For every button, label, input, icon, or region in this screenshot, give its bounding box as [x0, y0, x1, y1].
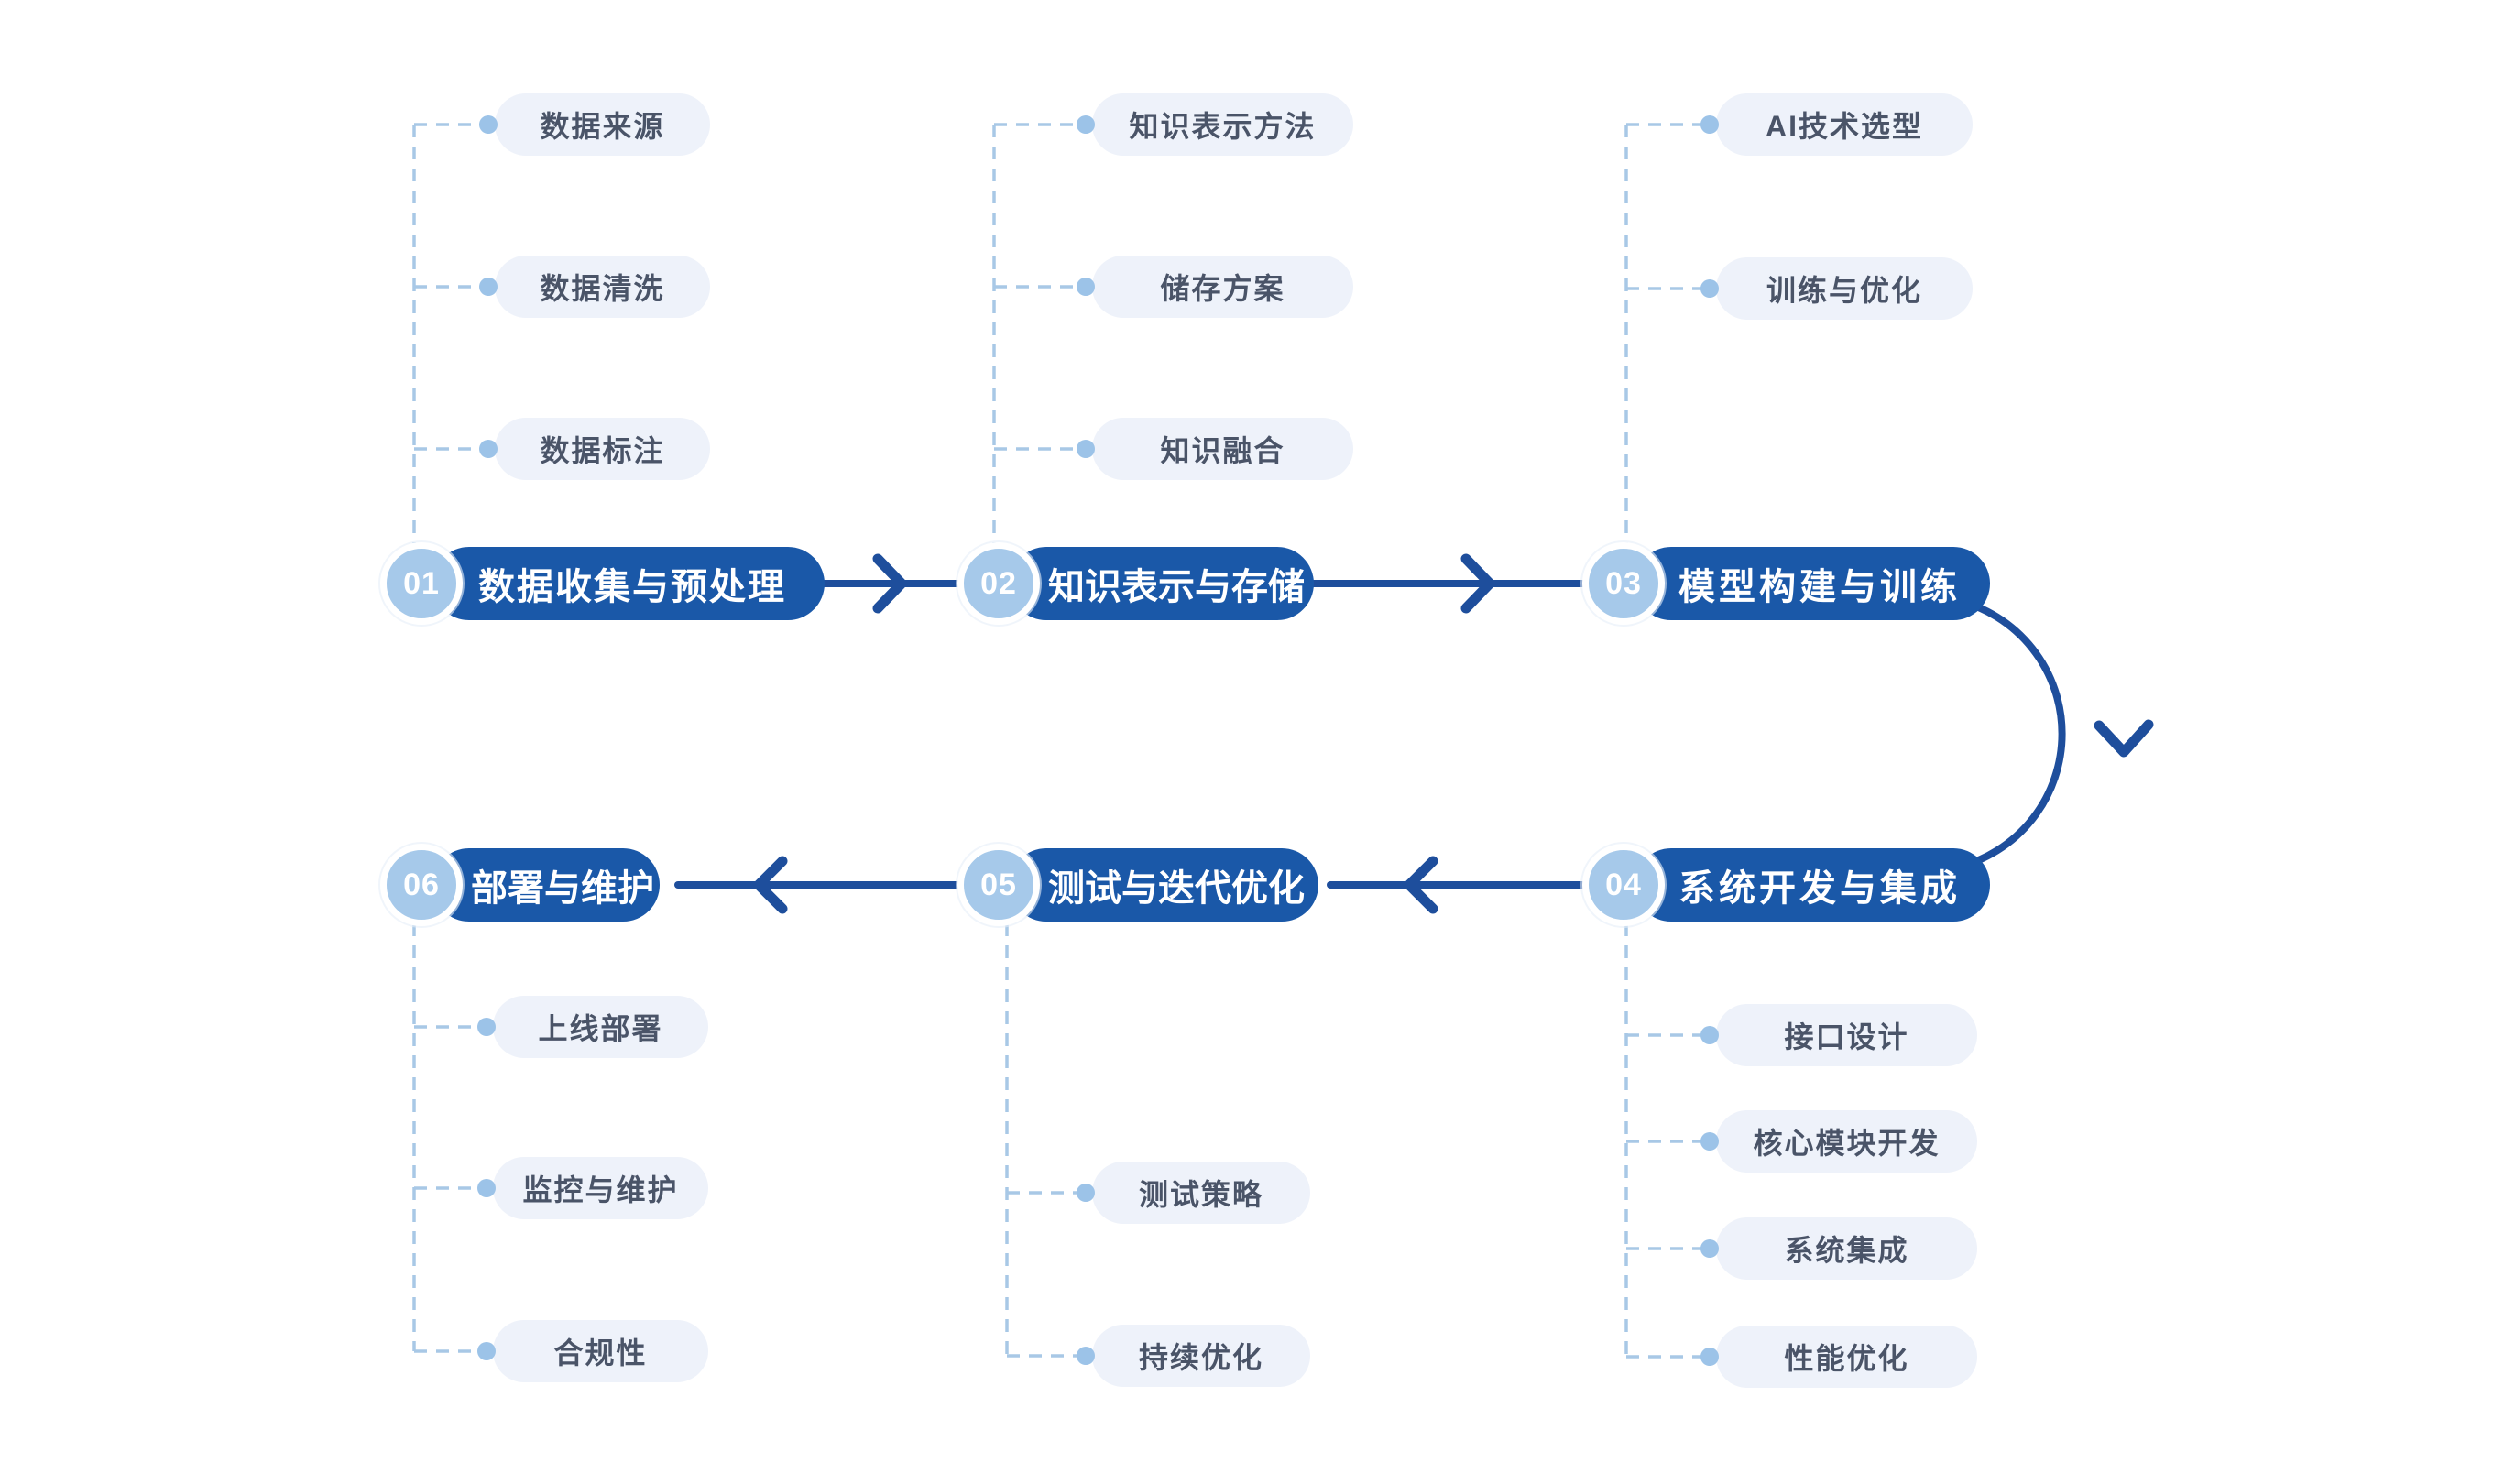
connector-dot [1700, 115, 1719, 134]
sub-item-label: AI技术选型 [1765, 110, 1923, 143]
connector-dot [1077, 1184, 1095, 1202]
connector-dot [479, 440, 498, 458]
connector-dot [1077, 115, 1095, 134]
connector-dot [1700, 1132, 1719, 1151]
stage-node-04: 系统开发与集成 [1635, 848, 1990, 922]
connector-dot [479, 115, 498, 134]
stage-number: 02 [980, 565, 1017, 601]
stage-number: 03 [1605, 565, 1642, 601]
sub-item-label: 合规性 [553, 1337, 648, 1369]
arrowhead-03-04 [2094, 719, 2154, 758]
stage-node-05: 测试与迭代优化 [1010, 848, 1318, 922]
stage-node-06: 部署与维护 [432, 848, 660, 922]
sub-item: 数据标注 [495, 418, 710, 480]
sub-item: 数据清洗 [495, 256, 710, 318]
stage-number: 05 [980, 867, 1017, 902]
arrowhead-02-03 [1460, 553, 1495, 614]
sub-item: 储存方案 [1092, 256, 1353, 318]
sub-item: AI技术选型 [1716, 93, 1973, 156]
stage-title: 数据收集与预处理 [478, 567, 786, 607]
stage-node-01: 数据收集与预处理 [432, 547, 825, 620]
arrowhead-04-05 [1404, 856, 1438, 914]
stage-number-badge-02: 02 [957, 542, 1040, 625]
stage-title: 知识表示与存储 [1048, 567, 1305, 607]
connector-dot [1700, 1348, 1719, 1366]
arrow-03-04-curve [1952, 596, 2066, 871]
sub-item: 监控与维护 [493, 1157, 708, 1219]
sub-item-label: 数据清洗 [540, 272, 665, 305]
stage-title: 系统开发与集成 [1678, 868, 1961, 909]
dashed-connectors [412, 123, 1710, 1359]
sub-item-label: 知识表示方法 [1129, 110, 1317, 143]
sub-item: 知识表示方法 [1092, 93, 1353, 156]
connector-dot [1077, 278, 1095, 296]
connector-dot [477, 1018, 496, 1036]
stage-title: 部署与维护 [471, 868, 654, 909]
stage-node-02: 知识表示与存储 [1010, 547, 1314, 620]
stage-number-badge-06: 06 [380, 844, 463, 926]
sub-item: 知识融合 [1092, 418, 1353, 480]
sub-item-label: 数据标注 [540, 434, 665, 467]
stage-number: 06 [403, 867, 440, 902]
connector-dot [477, 1342, 496, 1360]
sub-item-label: 训练与优化 [1766, 274, 1922, 307]
sub-item-label: 数据来源 [540, 110, 665, 143]
stage-node-03: 模型构建与训练 [1635, 547, 1990, 620]
sub-item-label: 监控与维护 [522, 1173, 679, 1206]
arrowhead-01-02 [872, 553, 907, 614]
connector-dot [477, 1179, 496, 1197]
sub-item-label: 系统集成 [1784, 1234, 1909, 1267]
sub-item: 持续优化 [1092, 1325, 1310, 1387]
sub-item-label: 测试策略 [1138, 1178, 1263, 1211]
sub-item: 接口设计 [1716, 1004, 1977, 1066]
sub-item: 测试策略 [1092, 1162, 1310, 1224]
sub-item: 数据来源 [495, 93, 710, 156]
sub-item: 合规性 [493, 1320, 708, 1382]
connector-dot [1077, 440, 1095, 458]
stage-title: 测试与迭代优化 [1048, 868, 1305, 909]
stage-number-badge-03: 03 [1582, 542, 1665, 625]
connector-dot [479, 278, 498, 296]
stage-number: 04 [1605, 867, 1642, 902]
stage-number-badge-01: 01 [380, 542, 463, 625]
connector-dot [1700, 279, 1719, 298]
connector-dot [1077, 1347, 1095, 1365]
arrowhead-05-06 [753, 856, 788, 914]
sub-item: 核心模块开发 [1716, 1110, 1977, 1173]
stage-title: 模型构建与训练 [1678, 567, 1961, 607]
connector-dot [1700, 1026, 1719, 1044]
stage-number: 01 [403, 565, 440, 601]
stage-number-badge-05: 05 [957, 844, 1040, 926]
flow-arrows [674, 553, 2154, 914]
sub-item-label: 接口设计 [1784, 1020, 1909, 1053]
sub-item-label: 性能优化 [1784, 1342, 1909, 1375]
sub-item: 训练与优化 [1716, 257, 1973, 320]
sub-item-label: 持续优化 [1138, 1341, 1263, 1374]
sub-item-label: 核心模块开发 [1753, 1127, 1941, 1160]
stage-number-badge-04: 04 [1582, 844, 1665, 926]
sub-item: 上线部署 [493, 996, 708, 1058]
connector-dot [1700, 1239, 1719, 1258]
sub-item: 性能优化 [1716, 1326, 1977, 1388]
sub-item-label: 上线部署 [538, 1012, 663, 1045]
sub-item-label: 储存方案 [1160, 272, 1285, 305]
sub-item-label: 知识融合 [1160, 434, 1285, 467]
sub-item: 系统集成 [1716, 1217, 1977, 1280]
